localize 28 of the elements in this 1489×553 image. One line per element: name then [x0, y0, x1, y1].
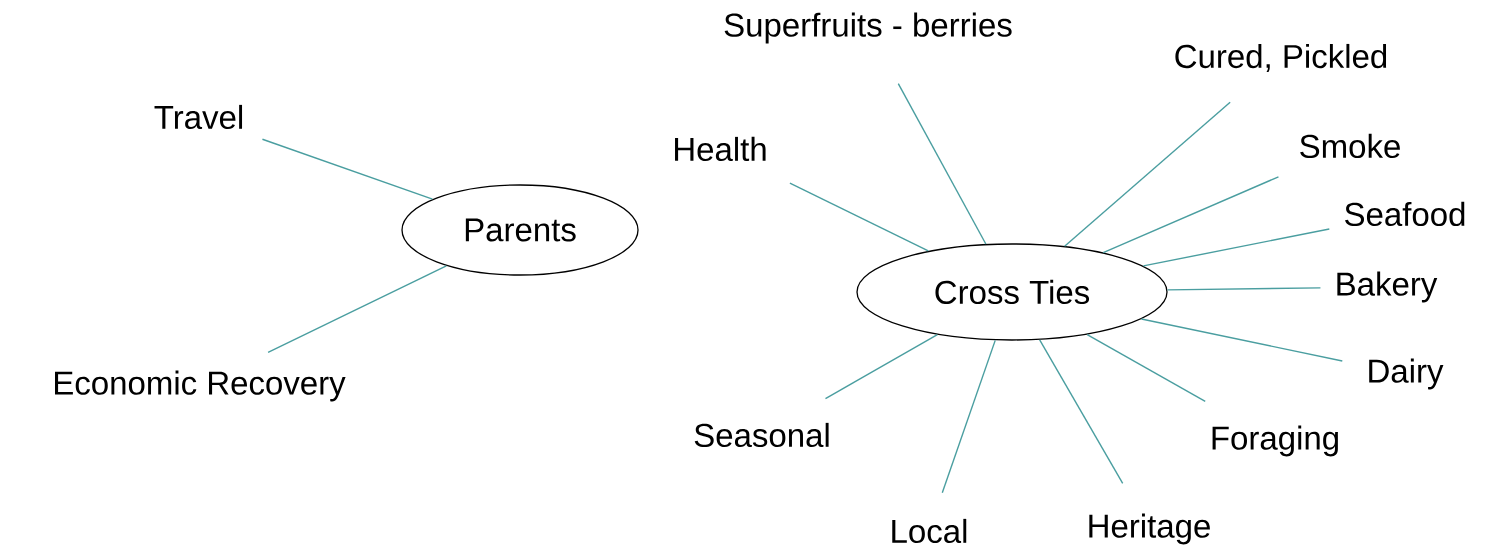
topic-label: Economic Recovery	[55, 370, 346, 402]
connector-line	[1086, 333, 1206, 403]
topic-label: Smoke	[1300, 133, 1400, 159]
topic-label: Cured, Pickled	[1175, 43, 1387, 73]
connector-line	[789, 182, 929, 252]
connector-line	[941, 339, 996, 494]
ellipse-node: Cross Ties	[856, 243, 1168, 341]
topic-label: Bakery	[1337, 271, 1438, 303]
connector-line	[1140, 318, 1343, 362]
connector-line	[1142, 228, 1331, 267]
connector-line	[824, 334, 939, 400]
connector-line	[261, 138, 434, 200]
topic-label: Travel	[154, 104, 243, 130]
topic-label: Heritage	[1089, 513, 1210, 545]
connector-line	[1102, 176, 1280, 254]
topic-label: Local	[892, 518, 967, 544]
connector-line	[897, 82, 987, 245]
connector-line	[1063, 101, 1231, 247]
topic-label: Dairy	[1369, 358, 1444, 390]
topic-label: Foraging	[1212, 425, 1338, 457]
ellipse-node: Parents	[401, 184, 639, 276]
connector-line	[1038, 339, 1124, 485]
connector-line	[267, 265, 448, 354]
topic-label: Seafood	[1345, 201, 1465, 227]
topic-label: Health	[675, 136, 766, 162]
topic-label: Superfruits - berries	[724, 12, 1012, 44]
connector-line	[1166, 287, 1322, 291]
topic-label: Seasonal	[694, 422, 829, 448]
